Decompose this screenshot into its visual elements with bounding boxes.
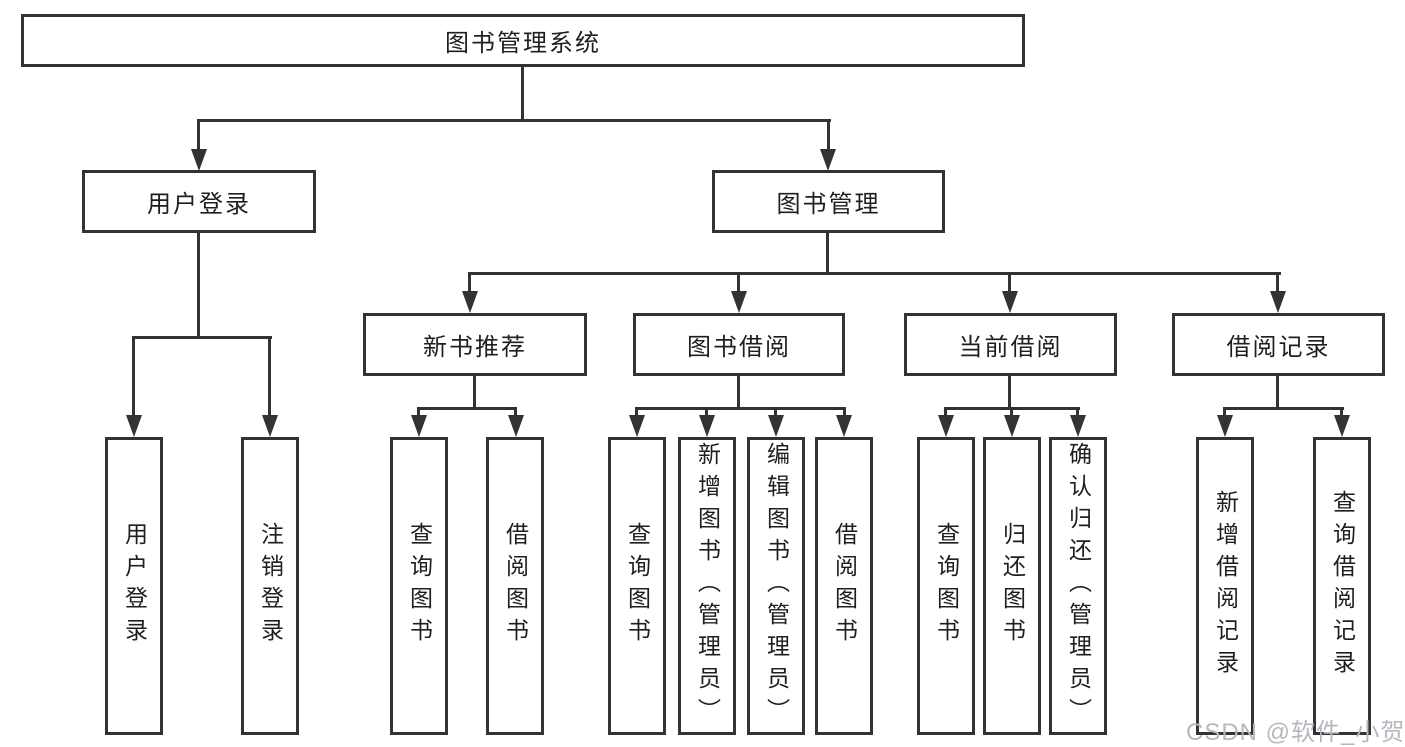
connector-line xyxy=(843,407,846,417)
arrow-down-icon xyxy=(508,415,524,437)
connector-line xyxy=(197,119,200,153)
arrow-down-icon xyxy=(411,415,427,437)
node-book-borrowing: 图书借阅 xyxy=(633,313,845,376)
node-new-book-recommendation: 新书推荐 xyxy=(363,313,587,376)
connector-line xyxy=(1276,376,1279,410)
arrow-down-icon xyxy=(462,291,478,313)
connector-line xyxy=(1008,272,1011,293)
arrow-down-icon xyxy=(126,415,142,437)
connector-line xyxy=(1223,407,1226,417)
node-borrowing-records-label: 借阅记录 xyxy=(1226,334,1331,361)
csdn-watermark: CSDN @软件_小贺同学 xyxy=(1186,719,1405,746)
leaf-label: 归还图书 xyxy=(999,522,1026,650)
connector-line xyxy=(521,67,524,121)
connector-line xyxy=(1223,407,1344,410)
leaf-label: 查询借阅记录 xyxy=(1329,490,1356,682)
connector-line xyxy=(473,376,476,410)
leaf-label: 查询图书 xyxy=(933,522,960,650)
leaf-label: 查询图书 xyxy=(406,522,433,650)
leaf-confirm-return-admin: 确认归还（管理员） xyxy=(1049,437,1107,735)
connector-line xyxy=(417,407,420,417)
leaf-query-books-borrowing: 查询图书 xyxy=(608,437,666,735)
arrow-down-icon xyxy=(1217,415,1233,437)
node-book-borrowing-label: 图书借阅 xyxy=(687,334,791,361)
arrow-down-icon xyxy=(768,415,784,437)
leaf-query-books-current: 查询图书 xyxy=(917,437,975,735)
leaf-label: 借阅图书 xyxy=(831,522,858,650)
connector-line xyxy=(1276,272,1279,293)
arrow-down-icon xyxy=(1070,415,1086,437)
connector-line xyxy=(197,233,200,339)
leaf-label: 借阅图书 xyxy=(502,522,529,650)
connector-line xyxy=(737,376,740,410)
leaf-borrow-books: 借阅图书 xyxy=(815,437,873,735)
connector-line xyxy=(132,336,135,417)
arrow-down-icon xyxy=(1004,415,1020,437)
leaf-edit-books-admin: 编辑图书（管理员） xyxy=(747,437,805,735)
leaf-label: 确认归还（管理员） xyxy=(1065,442,1092,730)
leaf-label: 用户登录 xyxy=(121,522,148,650)
leaf-label: 新增图书（管理员） xyxy=(694,442,721,730)
arrow-down-icon xyxy=(1002,291,1018,313)
arrow-down-icon xyxy=(629,415,645,437)
leaf-return-books: 归还图书 xyxy=(983,437,1041,735)
leaf-label: 查询图书 xyxy=(624,522,651,650)
arrow-down-icon xyxy=(1334,415,1350,437)
connector-line xyxy=(737,272,740,293)
connector-line xyxy=(1010,407,1013,417)
connector-line xyxy=(468,272,471,293)
connector-line xyxy=(514,407,517,417)
node-current-borrowing: 当前借阅 xyxy=(904,313,1117,376)
connector-line xyxy=(826,233,829,274)
connector-line xyxy=(635,407,638,417)
leaf-label: 编辑图书（管理员） xyxy=(763,442,790,730)
leaf-label: 新增借阅记录 xyxy=(1212,490,1239,682)
node-book-management-label: 图书管理 xyxy=(776,191,881,218)
arrow-down-icon xyxy=(191,149,207,171)
connector-line xyxy=(268,336,271,417)
connector-line xyxy=(1340,407,1343,417)
arrow-down-icon xyxy=(699,415,715,437)
connector-line xyxy=(944,407,947,417)
leaf-borrow-books-recommend: 借阅图书 xyxy=(486,437,544,735)
connector-line xyxy=(132,336,272,339)
leaf-label: 注销登录 xyxy=(257,522,284,650)
connector-line xyxy=(1076,407,1079,417)
node-user-login: 用户登录 xyxy=(82,170,316,233)
arrow-down-icon xyxy=(1270,291,1286,313)
node-book-management: 图书管理 xyxy=(712,170,945,233)
connector-line xyxy=(635,407,846,410)
leaf-user-login: 用户登录 xyxy=(105,437,163,735)
leaf-query-borrow-record: 查询借阅记录 xyxy=(1313,437,1371,735)
connector-line xyxy=(1008,376,1011,410)
connector-line xyxy=(417,407,517,410)
arrow-down-icon xyxy=(820,149,836,171)
node-borrowing-records: 借阅记录 xyxy=(1172,313,1385,376)
connector-line xyxy=(827,119,830,153)
node-root-label: 图书管理系统 xyxy=(445,30,601,57)
node-new-book-recommendation-label: 新书推荐 xyxy=(423,334,527,361)
arrow-down-icon xyxy=(836,415,852,437)
connector-line xyxy=(774,407,777,417)
node-current-borrowing-label: 当前借阅 xyxy=(958,334,1063,361)
leaf-add-books-admin: 新增图书（管理员） xyxy=(678,437,736,735)
arrow-down-icon xyxy=(262,415,278,437)
arrow-down-icon xyxy=(938,415,954,437)
leaf-query-books-recommend: 查询图书 xyxy=(390,437,448,735)
arrow-down-icon xyxy=(731,291,747,313)
node-user-login-label: 用户登录 xyxy=(147,191,251,218)
connector-line xyxy=(197,119,831,122)
connector-line xyxy=(705,407,708,417)
node-root: 图书管理系统 xyxy=(21,14,1025,67)
connector-line xyxy=(468,272,1281,275)
leaf-logout: 注销登录 xyxy=(241,437,299,735)
leaf-add-borrow-record: 新增借阅记录 xyxy=(1196,437,1254,735)
